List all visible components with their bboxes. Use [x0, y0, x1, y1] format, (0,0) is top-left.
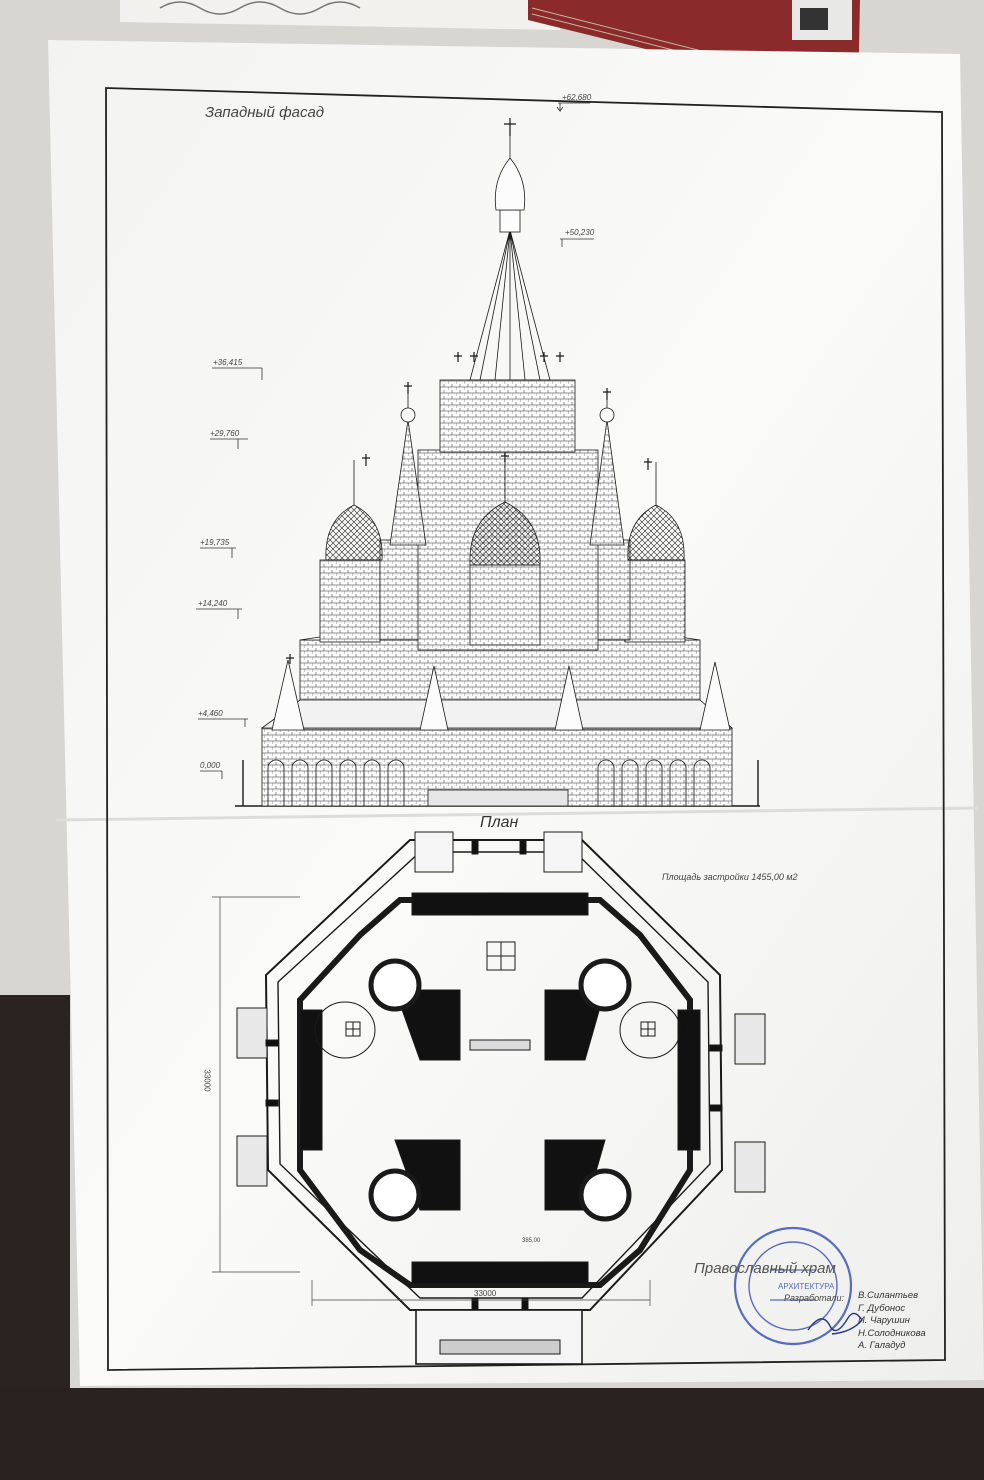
author-name: Н.Солодникова [858, 1327, 926, 1339]
book-label-mark [800, 8, 828, 30]
plan-inner-mark: 385,00 [522, 1238, 541, 1244]
elevation-mark-gallery: +4,460 [198, 709, 223, 718]
building-area-label: Площадь застройки 1455,00 м2 [662, 872, 798, 882]
plan-dimension-height: 33000 [202, 1069, 212, 1092]
elevation-mark-domes: +19,735 [200, 538, 230, 547]
elevation-mark-tent: +29,760 [210, 429, 240, 438]
svg-text:АРХИТЕКТУРА: АРХИТЕКТУРА [778, 1282, 835, 1291]
developer-label: Разработали: [784, 1293, 844, 1303]
plan-title: План [480, 814, 519, 831]
facade-title: Западный фасад [205, 104, 325, 121]
sheet-border [105, 87, 946, 1371]
author-name: Г. Дубонос [858, 1302, 906, 1314]
elevation-leaders [196, 102, 594, 779]
sheet-fold [55, 806, 979, 822]
table-bottom-dark [0, 1388, 984, 1480]
cathedral-plan [236, 831, 766, 1365]
top-paper-scribble [159, 1, 361, 15]
cathedral-facade [235, 118, 760, 807]
elevation-mark-ground: 0,000 [200, 761, 221, 770]
signature [807, 1312, 863, 1335]
elevation-mark-top: +62,680 [562, 93, 592, 102]
round-stamp: АРХИТЕКТУРА [733, 1226, 853, 1346]
plan-dimension-width: 33000 [474, 1289, 497, 1298]
author-name: И. Чарушин [858, 1315, 910, 1327]
plan-dimensions [212, 896, 651, 1306]
elevation-mark-drums: +14,240 [198, 599, 228, 608]
elevation-mark-tower: +36,415 [213, 358, 243, 367]
authors-list: В.Силантьев Г. Дубонос И. Чарушин Н.Соло… [858, 1290, 926, 1353]
top-paper [120, 0, 560, 30]
author-name: В.Силантьев [858, 1290, 919, 1301]
elevation-mark-spire: +50,230 [565, 228, 595, 237]
church-name: Православный храм [694, 1260, 836, 1277]
author-name: А. Галадуд [858, 1340, 906, 1352]
